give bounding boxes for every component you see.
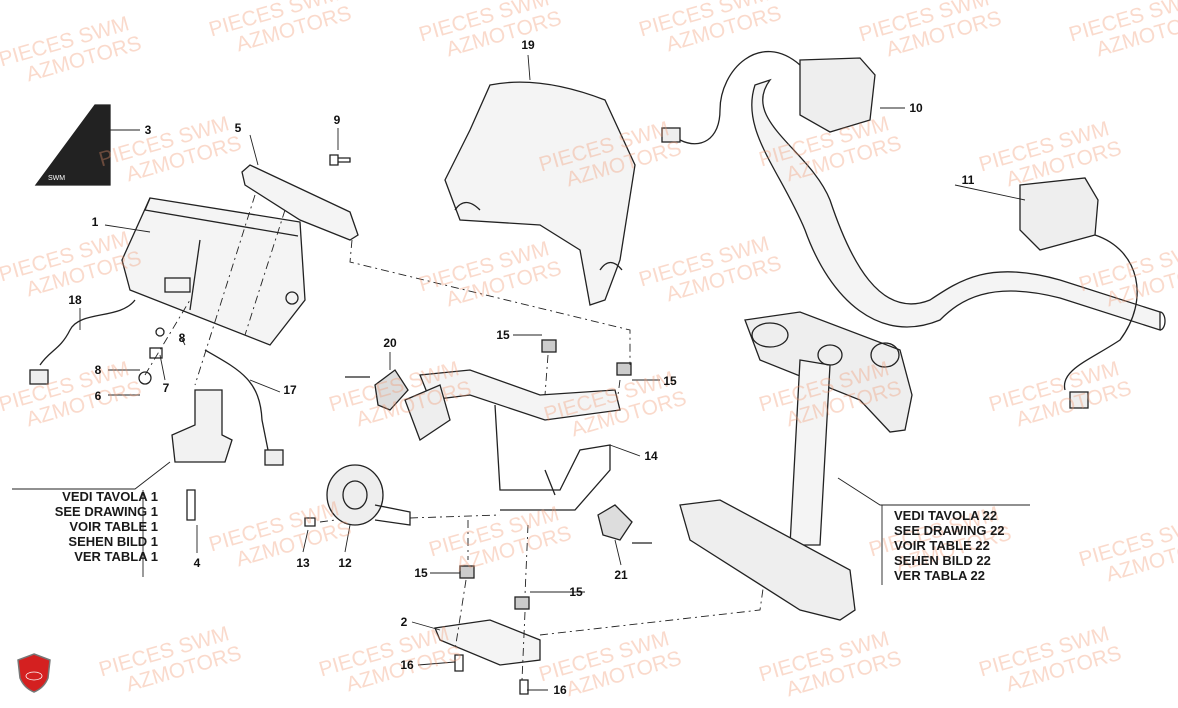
bolt-part-9 (329, 154, 351, 166)
switch-part-11 (1019, 177, 1099, 251)
horn-part-12 (326, 464, 411, 526)
callout-number: 5 (234, 121, 242, 135)
switch-part-10 (799, 57, 876, 133)
triple-clamp (679, 311, 913, 621)
decal-text: SWM (48, 175, 65, 182)
callout-number: 10 (909, 101, 923, 115)
reference-line: VER TABLA 1 (74, 549, 158, 564)
callout-number: 3 (144, 123, 152, 137)
callout-number: 13 (296, 556, 310, 570)
decal-part-3: SWM (34, 104, 111, 186)
callout-number: 15 (496, 328, 510, 342)
plate-part-2 (434, 619, 541, 666)
windscreen-part-19 (444, 81, 636, 306)
reference-line: SEE DRAWING 22 (894, 523, 1005, 538)
reference-note-right: VEDI TAVOLA 22 SEE DRAWING 22 VOIR TABLE… (894, 508, 1005, 583)
wire-part-11 (1063, 234, 1138, 391)
azmotors-logo (17, 653, 51, 693)
reference-line: SEHEN BILD 1 (68, 534, 158, 549)
callout-number: 16 (400, 658, 414, 672)
reference-line: VOIR TABLE 1 (69, 519, 158, 534)
callout-number: 15 (569, 585, 583, 599)
rubber-mount-part-20 (374, 369, 409, 411)
callout-number: 9 (333, 113, 341, 127)
callout-number: 8 (178, 331, 186, 345)
callout-number: 21 (614, 568, 628, 582)
callout-number: 7 (162, 381, 170, 395)
dashboard-part-1 (121, 197, 306, 346)
wire-part-17 (204, 349, 269, 451)
callout-number: 8 (94, 363, 102, 377)
callout-number: 2 (400, 615, 408, 629)
rubber-mount-part-21 (597, 504, 633, 541)
callout-number: 11 (961, 173, 975, 187)
callout-number: 16 (553, 683, 567, 697)
reference-line: VER TABLA 22 (894, 568, 986, 583)
bracket-part-5 (241, 164, 359, 241)
callout-number: 15 (414, 566, 428, 580)
ignition-switch (171, 389, 233, 463)
callout-number: 15 (663, 374, 677, 388)
reference-line: SEHEN BILD 22 (894, 553, 991, 568)
callout-number: 18 (68, 293, 82, 307)
reference-line: SEE DRAWING 1 (54, 504, 158, 519)
callout-number: 20 (383, 336, 397, 350)
wire-part-10 (679, 51, 801, 145)
callout-number: 17 (283, 383, 297, 397)
headlight-bracket-part-14 (404, 369, 621, 511)
reference-line: VEDI TAVOLA 22 (894, 508, 998, 523)
reference-line: VEDI TAVOLA 1 (62, 489, 158, 504)
reference-note-left: VEDI TAVOLA 1 SEE DRAWING 1 VOIR TABLE 1… (10, 489, 158, 564)
callout-number: 19 (521, 38, 535, 52)
callout-number: 4 (193, 556, 201, 570)
wire-part-18 (39, 299, 136, 366)
callout-number: 14 (644, 449, 658, 463)
callout-number: 12 (338, 556, 352, 570)
reference-line: VOIR TABLE 22 (894, 538, 990, 553)
callout-number: 1 (91, 215, 99, 229)
callout-number: 6 (94, 389, 102, 403)
